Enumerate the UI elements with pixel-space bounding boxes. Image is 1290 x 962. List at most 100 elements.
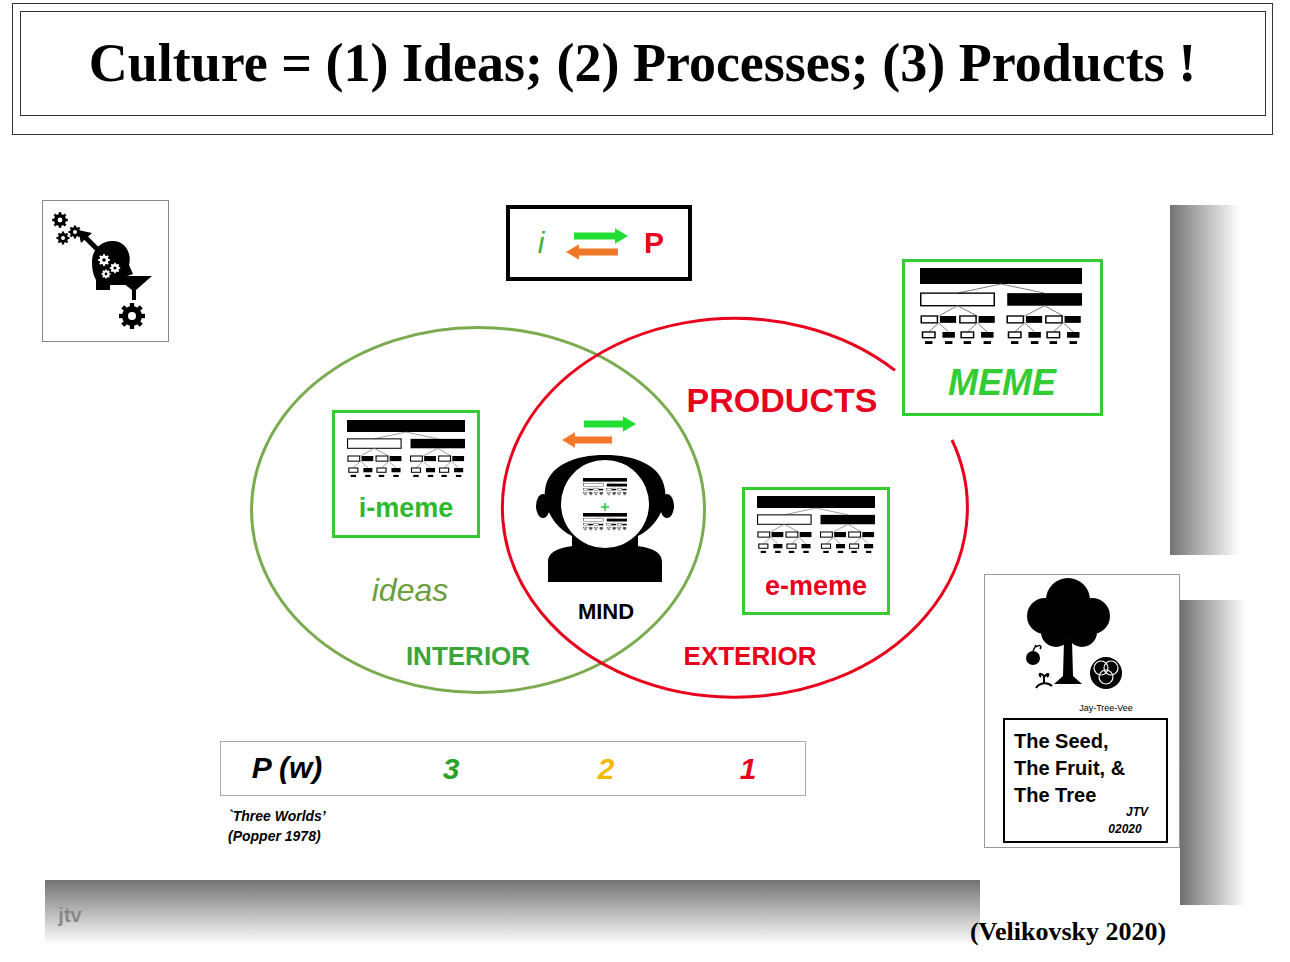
gear-body bbox=[103, 271, 110, 278]
tree-bar bbox=[624, 529, 626, 531]
tree-branch bbox=[771, 537, 778, 544]
tree-branch bbox=[416, 461, 423, 468]
gear-body bbox=[58, 233, 68, 243]
meme-box: MEME bbox=[902, 259, 1103, 416]
tree-bar bbox=[594, 524, 598, 526]
tree-branch bbox=[353, 461, 360, 468]
tree-bar bbox=[801, 544, 810, 548]
tree-bar bbox=[1047, 332, 1059, 338]
tree-bar bbox=[613, 529, 615, 531]
node-text: Jay-Tree-Vee bbox=[1079, 703, 1133, 713]
title-box: Culture = (1) Ideas; (2) Processes; (3) … bbox=[20, 11, 1265, 115]
tree-branch bbox=[444, 461, 451, 468]
tree-bar bbox=[803, 551, 808, 553]
icon-arrow bbox=[84, 236, 100, 252]
tree-bar bbox=[921, 293, 995, 306]
tree-branch bbox=[588, 521, 593, 523]
node-text: 02020 bbox=[1108, 823, 1141, 837]
tree-bar bbox=[365, 475, 370, 477]
tree-bar bbox=[594, 527, 597, 528]
funnel-symbol bbox=[114, 276, 152, 300]
equation-box: iP bbox=[506, 205, 692, 281]
tree-branch bbox=[967, 323, 977, 332]
tree-bar bbox=[787, 544, 796, 548]
tree-bar bbox=[612, 527, 615, 528]
tree-bar bbox=[622, 489, 626, 491]
node-text: e-meme bbox=[765, 571, 867, 602]
tree-bar bbox=[1065, 316, 1081, 323]
tree-branch bbox=[957, 306, 977, 316]
tree-bar bbox=[618, 529, 620, 531]
tree-bar bbox=[920, 268, 1082, 284]
tree-bar bbox=[773, 544, 782, 548]
tree-branch bbox=[609, 525, 612, 527]
tree-branch bbox=[423, 448, 438, 456]
tree-bar bbox=[589, 527, 592, 528]
tree-bar bbox=[599, 524, 603, 526]
tree-bar bbox=[758, 515, 812, 524]
title-frame bbox=[21, 12, 1266, 116]
tree-bar bbox=[600, 527, 603, 528]
tree-bar bbox=[393, 475, 398, 477]
tree-branch bbox=[929, 323, 939, 332]
tree-bar bbox=[600, 492, 603, 493]
tree-branch bbox=[374, 432, 406, 439]
tree-bar bbox=[849, 532, 861, 537]
tree-branch bbox=[617, 521, 622, 523]
caption: (Velikovsky 2020) bbox=[970, 917, 1166, 947]
gear-hole bbox=[58, 218, 63, 223]
gear-body bbox=[54, 214, 66, 226]
tree-bar bbox=[377, 468, 386, 472]
tree-bar bbox=[1007, 316, 1023, 323]
citation-note: `Three Worlds’ (Popper 1978) bbox=[228, 806, 353, 846]
book-ground bbox=[984, 574, 1180, 848]
watermark: jtv bbox=[58, 904, 81, 927]
tree-bar bbox=[772, 532, 784, 537]
tree-bar bbox=[1026, 316, 1042, 323]
tree-branch bbox=[361, 461, 368, 468]
tree-bar bbox=[441, 475, 446, 477]
venn-circle bbox=[1099, 670, 1113, 684]
tree-bar bbox=[1050, 341, 1057, 344]
node-text: i-meme bbox=[359, 493, 454, 524]
tree-bar bbox=[823, 551, 828, 553]
ear bbox=[660, 494, 674, 518]
plus-symbol bbox=[601, 503, 609, 511]
tree-branch bbox=[599, 525, 602, 527]
tree-branch bbox=[585, 490, 588, 492]
tree-bar bbox=[411, 439, 465, 448]
gear-symbol bbox=[101, 269, 110, 278]
tree-branch bbox=[451, 461, 458, 468]
tree-branch bbox=[605, 482, 617, 484]
book-cover: Jay-Tree-VeeThe Seed, The Fruit, & The T… bbox=[984, 574, 1180, 848]
gear-symbol bbox=[110, 263, 120, 273]
tree-bar bbox=[379, 475, 384, 477]
ear bbox=[536, 494, 550, 518]
tree-branch bbox=[622, 525, 625, 527]
tree-branch bbox=[609, 490, 612, 492]
tree-branch bbox=[939, 323, 949, 332]
tree-bar bbox=[757, 496, 875, 508]
tree-bar bbox=[426, 468, 435, 472]
node-text: 2 bbox=[598, 752, 615, 787]
meme-tree-icon bbox=[583, 478, 627, 495]
tree-bar bbox=[363, 468, 372, 472]
tree-bar bbox=[921, 316, 937, 323]
tree-bar bbox=[622, 524, 626, 526]
tree-branch bbox=[381, 461, 388, 468]
tree-bar bbox=[348, 439, 402, 448]
apple-stem bbox=[1033, 645, 1041, 651]
tree-branch bbox=[1025, 306, 1045, 316]
tree-bar bbox=[960, 316, 976, 323]
tree-branch bbox=[617, 486, 622, 488]
tree-bar bbox=[618, 527, 621, 528]
gear-body bbox=[111, 264, 119, 272]
tree-branch bbox=[611, 521, 616, 523]
book-title-box: The Seed, The Fruit, & The TreeJTV02020 bbox=[1003, 718, 1168, 843]
node-text: ideas bbox=[372, 572, 449, 609]
tree-bar bbox=[623, 492, 626, 493]
tree-branch bbox=[438, 448, 452, 456]
tree-bar bbox=[454, 468, 463, 472]
tree-bar bbox=[612, 492, 615, 493]
